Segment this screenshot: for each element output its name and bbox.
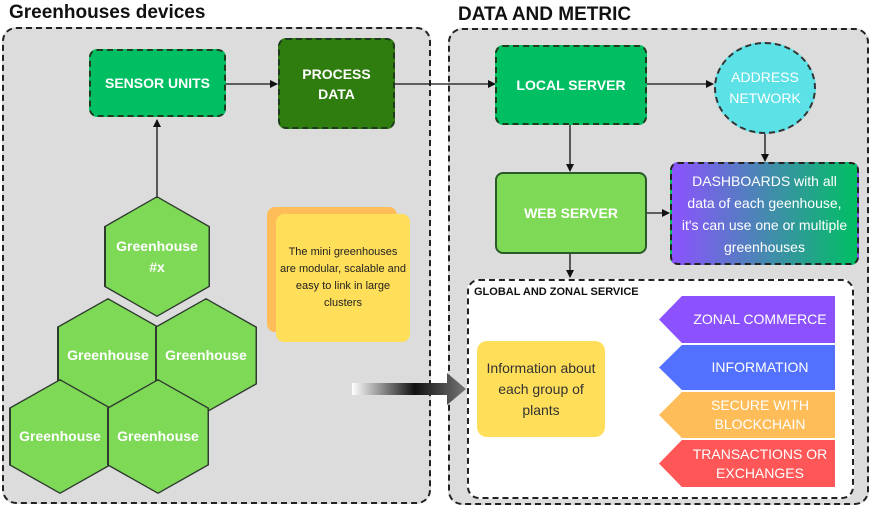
greenhouse-mid-right-label: Greenhouse [165,347,247,363]
big-arrow [352,373,466,405]
greenhouse-x-label: Greenhouse #x [116,237,198,275]
greenhouse-bottom-right-label: Greenhouse [117,428,199,444]
sensor-units-label: SENSOR UNITS [104,75,210,91]
global-zonal-service-title: GLOBAL AND ZONAL SERVICE [474,286,639,298]
tag-information-label: INFORMATION [711,359,809,375]
tag-transactions-or-exchanges: TRANSACTIONS OR EXCHANGES [659,440,835,487]
dashboards-box: DASHBOARDS with all data of each geenhou… [670,162,859,265]
tag-information: INFORMATION [659,345,835,390]
local-server-box: LOCAL SERVER [495,45,647,125]
tag-zonal-commerce-label: ZONAL COMMERCE [693,311,827,327]
tag-transactions-or-exchanges-label: TRANSACTIONS OR EXCHANGES [692,445,828,481]
local-server-label: LOCAL SERVER [516,77,626,93]
left-panel-title: Greenhouses devices [9,2,206,23]
web-server-box: WEB SERVER [495,172,647,254]
note-text: The mini greenhouses are modular, scalab… [280,246,406,309]
right-panel-title: DATA AND METRIC [458,4,632,25]
info-box-label: Information about each group of plants [486,359,596,418]
greenhouse-bottom-left-label: Greenhouse [19,428,101,444]
tag-secure-with-blockchain-label: SECURE WITH BLOCKCHAIN [711,397,809,432]
address-network-circle: ADDRESS NETWORK [714,42,816,134]
process-data-label: PROCESS DATA [302,65,371,102]
greenhouse-mid-left-label: Greenhouse [67,347,149,363]
tag-zonal-commerce: ZONAL COMMERCE [659,296,835,343]
process-data-box: PROCESS DATA [278,38,395,129]
info-box: Information about each group of plants [477,341,605,437]
web-server-label: WEB SERVER [524,205,618,221]
dashboards-label: DASHBOARDS with all data of each geenhou… [681,172,848,255]
tag-secure-with-blockchain: SECURE WITH BLOCKCHAIN [659,392,835,438]
sensor-units-box: SENSOR UNITS [89,49,226,117]
greenhouse-x-hex: Greenhouse #x [104,196,210,317]
address-network-label: ADDRESS NETWORK [729,69,801,106]
note-card: The mini greenhouses are modular, scalab… [276,214,410,342]
